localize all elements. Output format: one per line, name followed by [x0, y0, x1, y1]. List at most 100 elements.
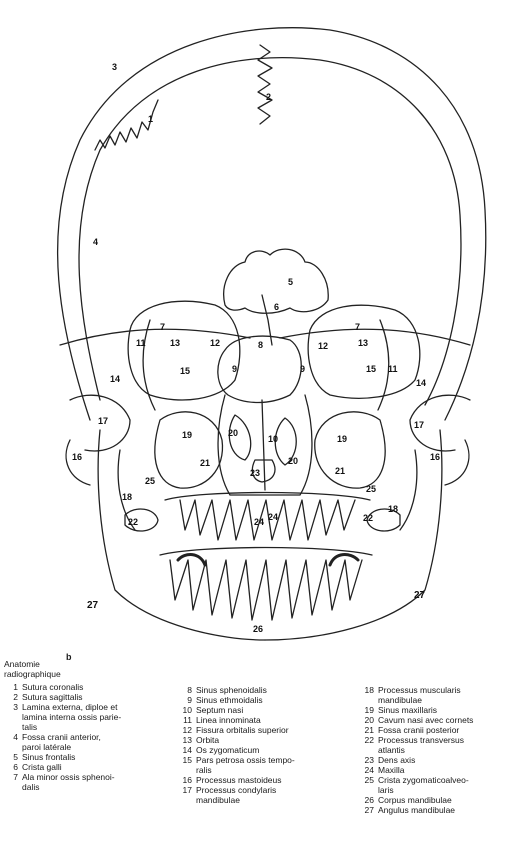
legend-entry-number: 12 [178, 725, 196, 735]
label-9r: 9 [300, 364, 305, 374]
mastoid-left [66, 440, 90, 485]
legend-entry-text: Sutura sagittalis [22, 692, 172, 702]
legend-entry-text: Angulus mandibulae [378, 805, 513, 815]
legend-entry-text: Processus muscularis mandibulae [378, 685, 513, 705]
label-17r: 17 [414, 420, 424, 430]
skull-radiograph-diagram: 3 1 2 4 5 6 7 7 8 9 9 10 11 11 12 12 13 … [0, 0, 513, 650]
maxillary-sinus-left [155, 412, 223, 488]
legend-entry-text: Fissura orbitalis superior [196, 725, 348, 735]
legend-entry-number: 15 [178, 755, 196, 775]
label-22l: 22 [128, 517, 138, 527]
legend-entry-number: 13 [178, 735, 196, 745]
legend-entry-text: Lamina externa, diploe et lamina interna… [22, 702, 172, 732]
legend-entry-number: 10 [178, 705, 196, 715]
legend-entry-text: Crista zygomaticoalveo- laris [378, 775, 513, 795]
label-19l: 19 [182, 430, 192, 440]
legend-entry-text: Sinus maxillaris [378, 705, 513, 715]
crista-galli [262, 295, 272, 345]
legend-entry-number: 2 [4, 692, 22, 702]
label-21l: 21 [200, 458, 210, 468]
legend-entry-number: 20 [360, 715, 378, 725]
legend-entry-number: 26 [360, 795, 378, 805]
label-16r: 16 [430, 452, 440, 462]
label-20r: 20 [288, 456, 298, 466]
legend-entry-number: 1 [4, 682, 22, 692]
legend-entry-text: Processus condylaris mandibulae [196, 785, 348, 805]
skull-inner-table [79, 58, 461, 405]
lower-teeth [170, 560, 362, 620]
legend-entry-number: 18 [360, 685, 378, 705]
legend-entry-text: Sutura coronalis [22, 682, 172, 692]
label-27l: 27 [87, 600, 99, 611]
label-10: 10 [268, 434, 278, 444]
label-23: 23 [250, 468, 260, 478]
label-21r: 21 [335, 466, 345, 476]
left-orbit [128, 301, 240, 400]
legend-entry-number: 7 [4, 772, 22, 792]
label-1: 1 [148, 114, 153, 124]
label-17l: 17 [98, 416, 108, 426]
label-18r: 18 [388, 504, 398, 514]
legend-entry-number: 25 [360, 775, 378, 795]
label-13r: 13 [358, 338, 368, 348]
legend-entry-number: 6 [4, 762, 22, 772]
label-12l: 12 [210, 338, 220, 348]
legend-entry: 5Sinus frontalis [4, 752, 172, 762]
legend-entry-text: Dens axis [378, 755, 513, 765]
label-25r: 25 [366, 484, 376, 494]
label-11l: 11 [136, 338, 146, 348]
legend-entry-text: Processus transversus atlantis [378, 735, 513, 755]
label-26: 26 [253, 624, 263, 634]
legend-entry: 27Angulus mandibulae [360, 805, 513, 815]
label-16l: 16 [72, 452, 82, 462]
label-7r: 7 [355, 322, 360, 332]
legend-entry-number: 11 [178, 715, 196, 725]
legend-entry-number: 4 [4, 732, 22, 752]
legend-entry: 13Orbita [178, 735, 348, 745]
legend-entry-number: 16 [178, 775, 196, 785]
legend-entry-text: Orbita [196, 735, 348, 745]
legend-entry-number: 24 [360, 765, 378, 775]
mastoid-right [445, 440, 469, 485]
label-24l: 24 [254, 517, 264, 527]
legend-entry-number: 23 [360, 755, 378, 765]
label-12r: 12 [318, 341, 328, 351]
nasal-septum [262, 400, 265, 490]
label-3: 3 [112, 62, 117, 72]
legend-entry-text: Os zygomaticum [196, 745, 348, 755]
sagittal-suture [258, 45, 272, 124]
label-24r: 24 [268, 512, 278, 522]
legend-entry: 21Fossa cranii posterior [360, 725, 513, 735]
legend-entry-text: Sinus ethmoidalis [196, 695, 348, 705]
legend-entry-text: Pars petrosa ossis tempo- ralis [196, 755, 348, 775]
label-5: 5 [288, 277, 293, 287]
ramus-left [98, 430, 265, 640]
legend-column-2: 8Sinus sphenoidalis9Sinus ethmoidalis10S… [178, 685, 348, 805]
legend: b Anatomie radiographique 1Sutura corona… [0, 652, 513, 862]
legend-entry: 23Dens axis [360, 755, 513, 765]
label-11r: 11 [388, 364, 398, 374]
skull-outline [58, 28, 486, 420]
legend-entry-text: Crista galli [22, 762, 172, 772]
label-9l: 9 [232, 364, 237, 374]
label-14r: 14 [416, 378, 426, 388]
legend-title: Anatomie radiographique [4, 659, 172, 679]
legend-entry-text: Maxilla [378, 765, 513, 775]
legend-entry: 1Sutura coronalis [4, 682, 172, 692]
legend-entry-number: 5 [4, 752, 22, 762]
label-2: 2 [266, 92, 271, 102]
legend-entry-number: 17 [178, 785, 196, 805]
